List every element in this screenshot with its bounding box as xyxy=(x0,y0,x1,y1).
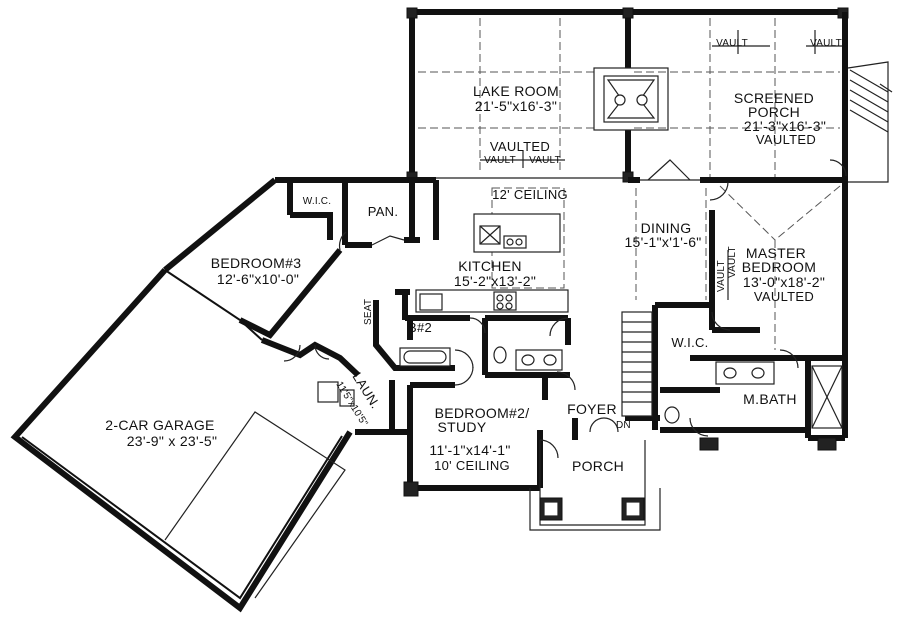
master-bedroom-name1: MASTER xyxy=(746,245,806,261)
lake-room-dims: 21'-5"x16'-3" xyxy=(475,98,557,114)
screened-porch-note: VAULTED xyxy=(756,132,816,147)
garage-name: 2-CAR GARAGE xyxy=(105,417,214,433)
door-swings xyxy=(283,159,847,459)
porch-vault-left: VAULT xyxy=(716,38,748,49)
porch-label: PORCH xyxy=(572,458,624,474)
garage-door xyxy=(164,411,346,599)
dining-dims: 15'-1"x'1'-6" xyxy=(624,234,701,250)
bath2-label: B#2 xyxy=(408,320,432,335)
down-label: DN xyxy=(616,420,631,431)
main-walls xyxy=(10,177,848,613)
master-bedroom-name2: BEDROOM xyxy=(742,259,816,275)
lake-vault-left: VAULT xyxy=(484,155,516,166)
interior-stairs xyxy=(621,311,653,417)
master-vault-left: VAULT xyxy=(716,260,727,292)
pantry-label: PAN. xyxy=(368,204,399,219)
lake-room-name: LAKE ROOM xyxy=(473,83,559,99)
kitchen-fixtures xyxy=(415,187,569,313)
kitchen-name: KITCHEN xyxy=(458,258,522,274)
bedroom2-name1: BEDROOM#2/ xyxy=(435,405,530,421)
screened-porch-dims: 21'-3"x16'-3" xyxy=(744,118,826,134)
bath-fixtures xyxy=(317,346,843,429)
master-bedroom-note: VAULTED xyxy=(754,289,814,304)
kitchen-dims: 15'-2"x13'-2" xyxy=(454,273,536,289)
bedroom2-dims: 11'-1"x14'-1" xyxy=(429,442,510,458)
bedroom3-dims: 12'-6"x10'-0" xyxy=(217,271,299,287)
screened-porch-name1: SCREENED xyxy=(734,90,814,106)
bedroom2-name2: STUDY xyxy=(438,419,487,435)
kitchen-ceiling-note: 12' CEILING xyxy=(492,187,568,202)
fireplace xyxy=(593,67,669,131)
seat-label: SEAT xyxy=(363,299,374,325)
master-bath-label: M.BATH xyxy=(743,391,797,407)
foyer-label: FOYER xyxy=(567,401,617,417)
bedroom2-note: 10' CEILING xyxy=(434,458,510,473)
lake-room-vaulted: VAULTED xyxy=(490,139,550,154)
garage-dims: 23'-9" x 23'-5" xyxy=(127,433,218,449)
wic-master-label: W.I.C. xyxy=(671,335,708,350)
master-vault-right: VAULT xyxy=(727,246,738,278)
porch-vault-right: VAULT xyxy=(810,38,842,49)
ceiling-lines xyxy=(635,185,841,350)
dining-name: DINING xyxy=(641,220,692,236)
bedroom3-name: BEDROOM#3 xyxy=(211,255,302,271)
lake-room-structure xyxy=(406,7,849,183)
lake-vault-right: VAULT xyxy=(529,155,561,166)
screened-porch-name2: PORCH xyxy=(748,104,800,120)
wic-bed3-label: W.I.C. xyxy=(303,196,331,207)
master-bedroom-dims: 13'-0"x18'-2" xyxy=(743,274,825,290)
labels: LAKE ROOM 21'-5"x16'-3" VAULTED VAULT VA… xyxy=(105,38,842,474)
exterior-stairs xyxy=(847,61,893,183)
front-porch xyxy=(403,437,837,531)
